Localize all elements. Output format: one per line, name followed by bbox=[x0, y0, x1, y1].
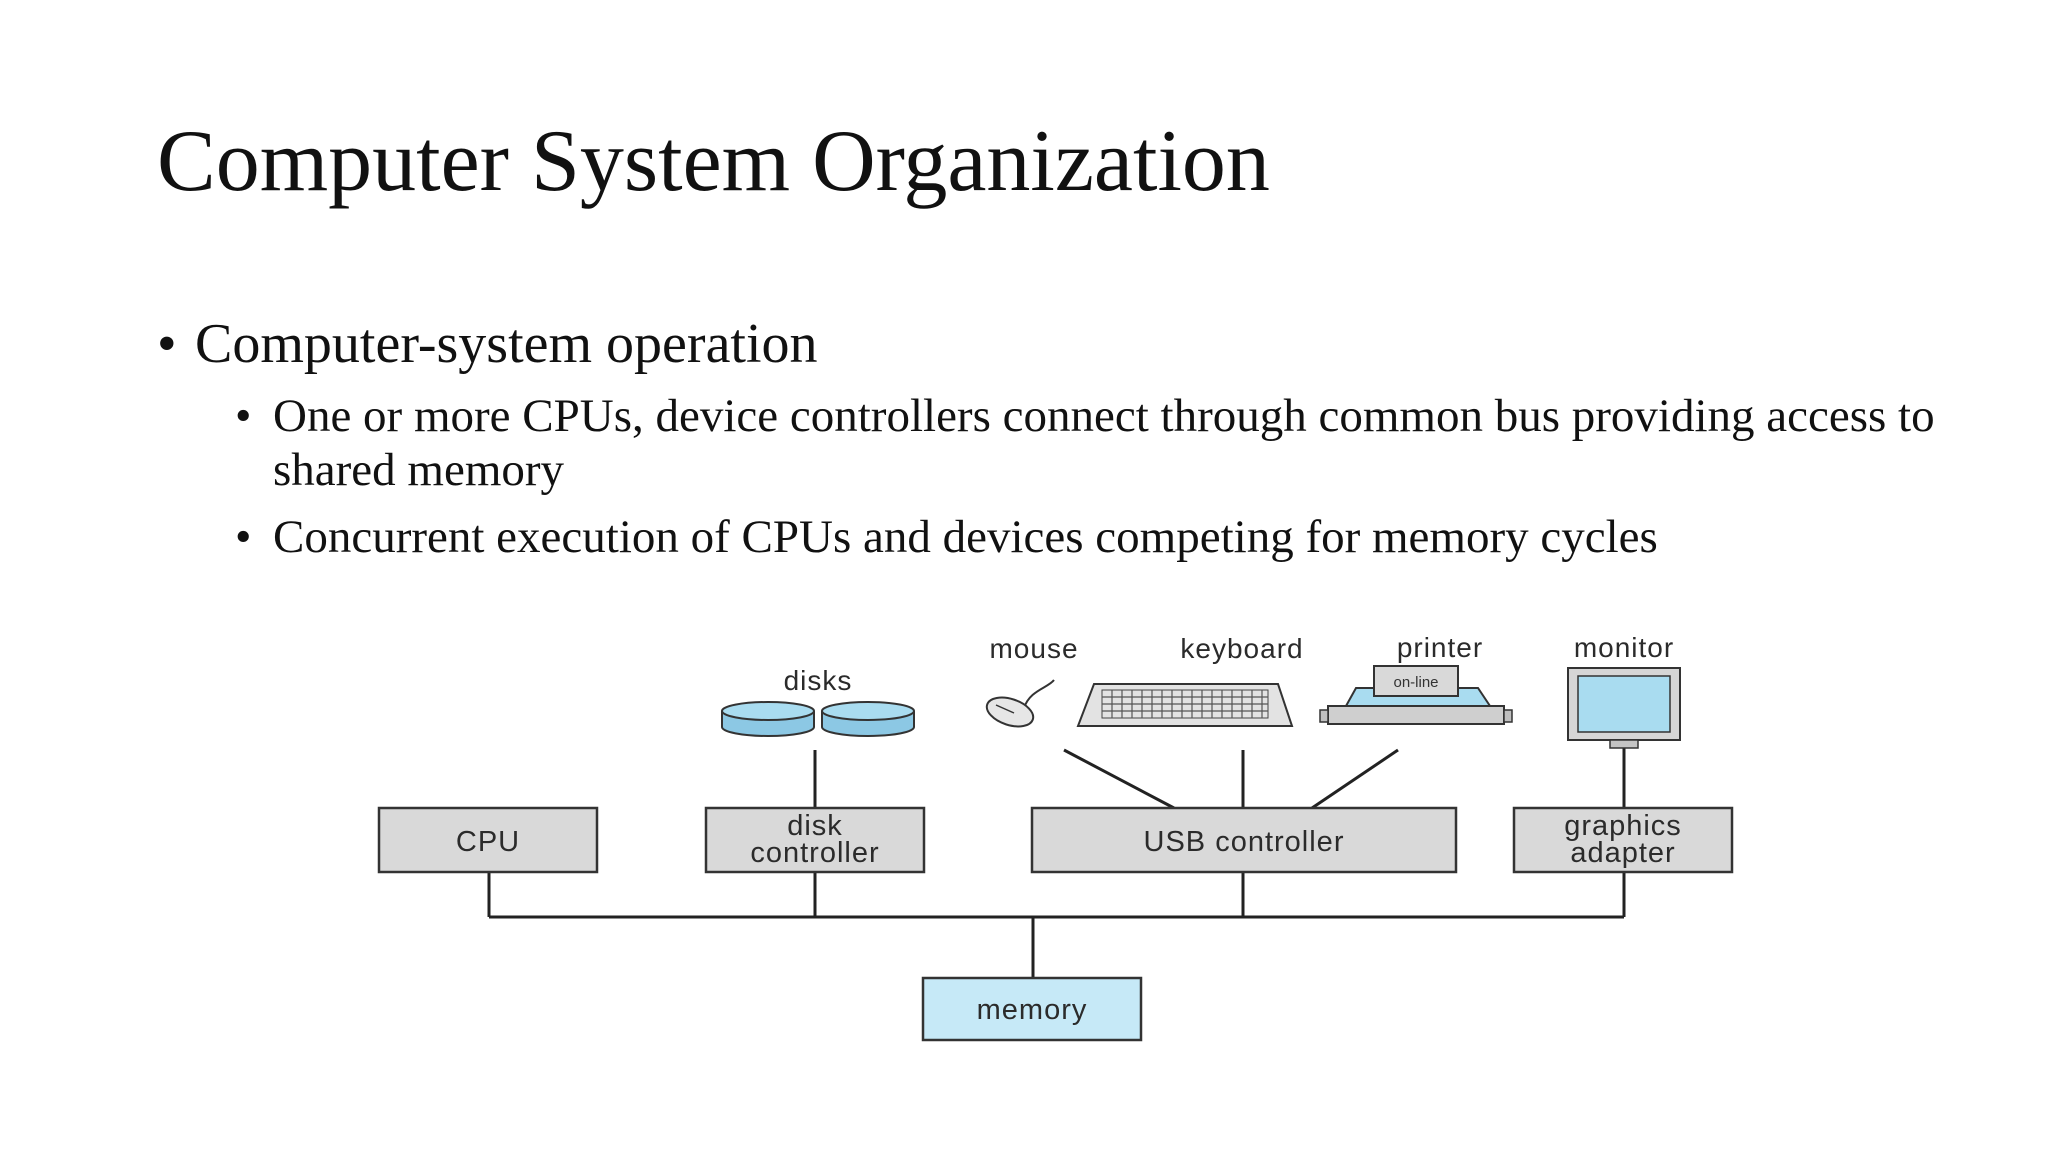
disks-label: disks bbox=[784, 665, 853, 696]
cpu-box: CPU bbox=[377, 806, 599, 874]
bullet-computer-system-operation: Computer-system operation bbox=[157, 312, 1977, 377]
graphics-adapter-label-line1: graphics bbox=[1564, 810, 1682, 842]
printer-icon: on-line bbox=[1319, 665, 1513, 725]
cpu-label: CPU bbox=[456, 826, 520, 858]
graphics-adapter-label-line2: adapter bbox=[1570, 837, 1675, 869]
memory-label: memory bbox=[977, 994, 1088, 1026]
disk-icon bbox=[721, 701, 815, 737]
usb-controller-label: USB controller bbox=[1144, 826, 1345, 858]
sub-bullet-concurrent-execution: Concurrent execution of CPUs and devices… bbox=[235, 511, 1977, 564]
disk-controller-label-line1: disk bbox=[787, 810, 843, 842]
slide-title: Computer System Organization bbox=[157, 113, 1270, 210]
keyboard-label: keyboard bbox=[1180, 633, 1303, 664]
sub-bullet-cpus-controllers: One or more CPUs, device controllers con… bbox=[235, 390, 1977, 496]
disk-controller-label-line2: controller bbox=[750, 837, 879, 869]
mouse-label: mouse bbox=[989, 633, 1078, 664]
keyboard-icon bbox=[1076, 683, 1294, 727]
usb-controller-box: USB controller bbox=[1030, 806, 1458, 874]
printer-label: printer bbox=[1397, 632, 1483, 663]
disk-icon bbox=[821, 701, 915, 737]
monitor-icon bbox=[1567, 667, 1681, 749]
memory-box: memory bbox=[921, 976, 1143, 1042]
disk-controller-box: disk controller bbox=[704, 806, 926, 874]
monitor-label: monitor bbox=[1574, 632, 1674, 663]
printer-status-label: on-line bbox=[1393, 674, 1438, 691]
mouse-icon bbox=[985, 679, 1055, 728]
graphics-adapter-box: graphics adapter bbox=[1512, 806, 1734, 874]
bus-lines bbox=[487, 748, 1626, 978]
bullet-list: Computer-system operation One or more CP… bbox=[157, 312, 1977, 564]
